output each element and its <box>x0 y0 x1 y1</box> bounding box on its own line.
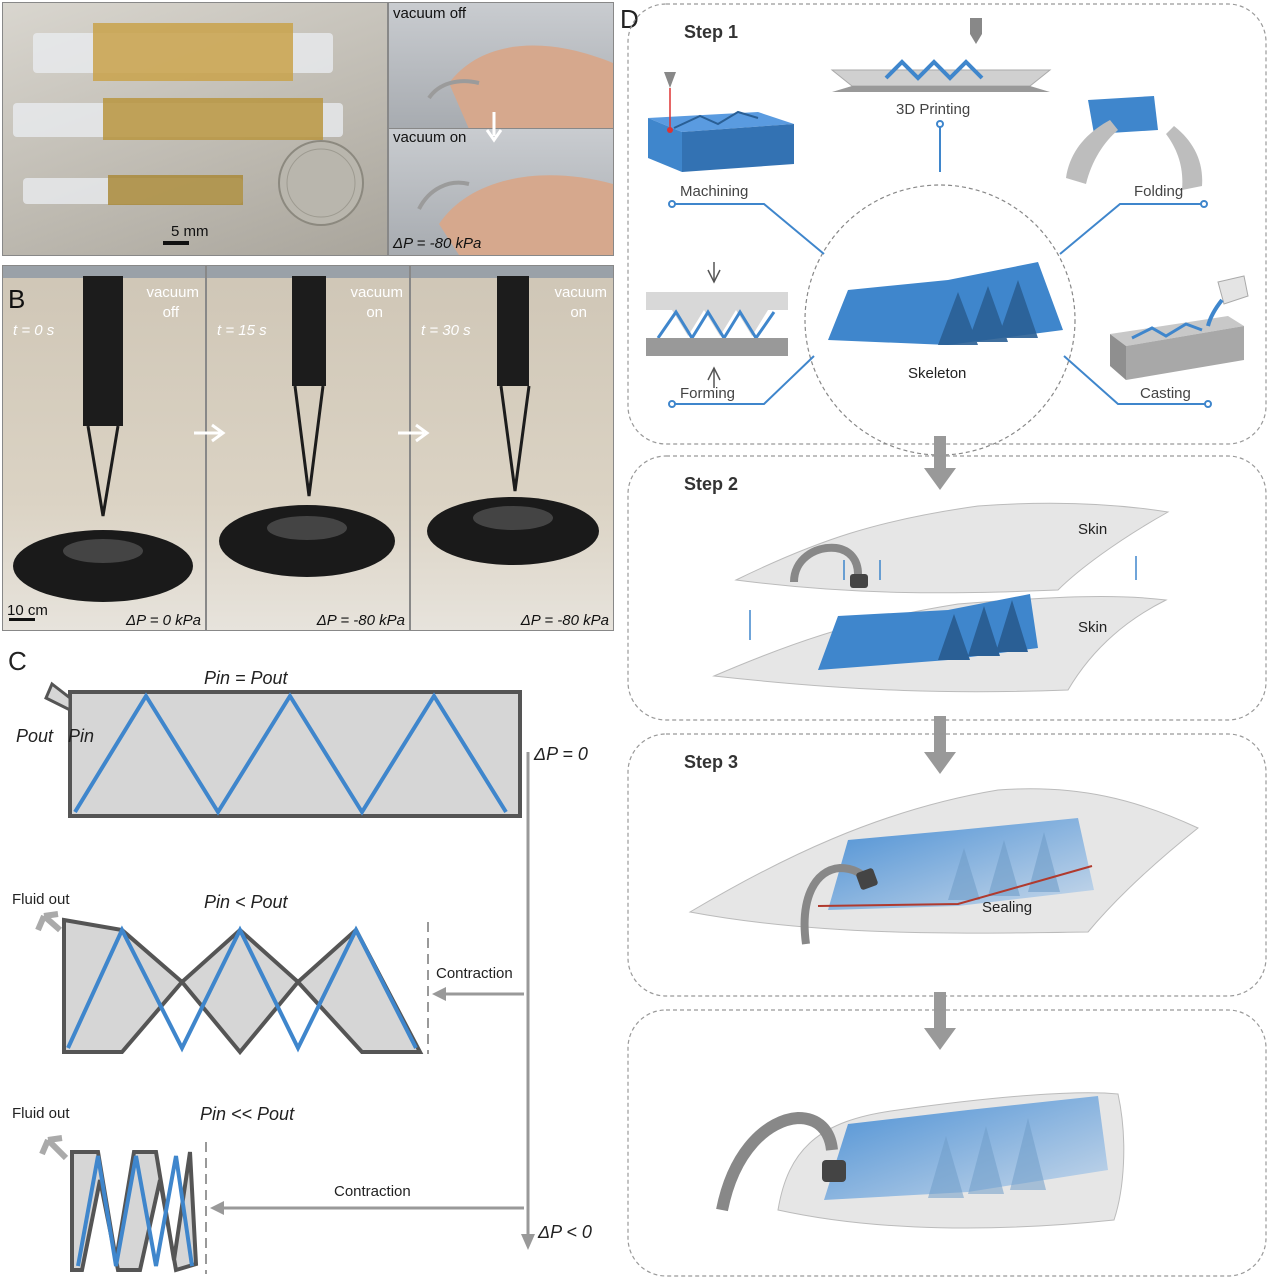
folding-label: Folding <box>1134 183 1183 200</box>
fluid-out-arrow-icon <box>39 1135 69 1161</box>
step3-box <box>627 733 1267 997</box>
panel-b-letter: B <box>8 284 26 314</box>
outlet-port <box>44 681 72 713</box>
right-arrow-icon <box>398 423 430 443</box>
step2-title: Step 2 <box>684 474 738 494</box>
step-arrow-icon <box>924 716 956 774</box>
down-arrow-icon <box>485 112 503 143</box>
panel-a-scale-label: 5 mm <box>171 223 209 240</box>
contraction-1: Contraction <box>436 965 513 982</box>
skin-bottom-label: Skin <box>1078 619 1107 636</box>
casting-label: Casting <box>1140 385 1191 402</box>
tube-connector-icon <box>850 574 868 588</box>
frame-1-state-line1: vacuum <box>146 284 199 301</box>
actuator-contracted <box>62 917 424 1056</box>
panel-b-frame-1: t = 0 s vacuum off 10 cm ΔP = 0 kPa <box>2 265 206 631</box>
eq-equal: Pin = Pout <box>204 668 289 688</box>
frame-2-state-line2: on <box>366 304 383 321</box>
dp-negative-label: ΔP < 0 <box>537 1222 592 1242</box>
step-arrow-icon <box>924 992 956 1050</box>
tube-connector-icon <box>856 868 878 890</box>
dp-zero-label: ΔP = 0 <box>533 744 588 764</box>
panel-a-pressure-label: ΔP = -80 kPa <box>393 235 482 252</box>
tube-connector-icon <box>822 1160 846 1182</box>
p-in-label: Pin <box>68 726 94 746</box>
frame-3-state-line2: on <box>570 304 587 321</box>
frame-1-pressure: ΔP = 0 kPa <box>126 612 201 629</box>
panel-c-diagram: C Pin = Pout Pout Pin ΔP = 0 ΔP < 0 Flui… <box>8 646 592 1274</box>
forming-label: Forming <box>680 385 735 402</box>
final-box <box>627 1009 1267 1277</box>
printed-zigzag <box>884 59 984 81</box>
panel-d-letter: D <box>620 4 639 34</box>
step3-title: Step 3 <box>684 752 738 772</box>
panel-b-frame-2: t = 15 s vacuum on ΔP = -80 kPa <box>206 265 410 631</box>
finger-illustration <box>417 175 613 255</box>
skeleton-zigzag <box>73 692 508 816</box>
eq-much-less: Pin << Pout <box>200 1104 295 1124</box>
axis-arrow-icon <box>521 1234 535 1250</box>
printing-label: 3D Printing <box>896 101 970 118</box>
sealing-label: Sealing <box>982 899 1032 916</box>
tube-icon <box>716 1111 838 1212</box>
print-nozzle-icon <box>970 18 982 44</box>
sealing-line <box>817 865 1093 907</box>
p-out-label: Pout <box>16 726 54 746</box>
frame-3-pressure: ΔP = -80 kPa <box>520 612 609 629</box>
pour-cup-icon <box>1217 275 1249 305</box>
contraction-2: Contraction <box>334 1183 411 1200</box>
skeleton-zigzag <box>66 925 418 1053</box>
skeleton-zigzag <box>76 1155 194 1267</box>
vacuum-off-label: vacuum off <box>393 5 467 22</box>
step1-box <box>627 3 1267 445</box>
right-arrow-icon <box>194 423 226 443</box>
frame-2-pressure: ΔP = -80 kPa <box>316 612 405 629</box>
finger-illustration <box>427 45 613 129</box>
step1-title: Step 1 <box>684 22 738 42</box>
fluid-out-2: Fluid out <box>12 1105 70 1122</box>
machining-label: Machining <box>680 183 748 200</box>
panel-a-photo-actuators: 5 mm <box>2 2 388 256</box>
tire-lift-illustration <box>207 266 409 577</box>
frame-2-state-line1: vacuum <box>350 284 403 301</box>
step2-box <box>627 455 1267 721</box>
tire-lift-illustration <box>411 266 613 565</box>
panel-a-photo-finger-off: vacuum off <box>388 2 614 130</box>
frame-3-state-line1: vacuum <box>554 284 607 301</box>
panel-d-diagram: D Step 1 Skeleton 3D Printing Machining … <box>620 3 1267 1277</box>
actuator-relaxed <box>68 690 522 818</box>
panel-c-letter: C <box>8 646 27 676</box>
vacuum-on-label: vacuum on <box>393 129 467 146</box>
skeleton-label: Skeleton <box>908 365 966 382</box>
panel-b-frame-3: t = 30 s vacuum on ΔP = -80 kPa <box>410 265 614 631</box>
skin-top-label: Skin <box>1078 521 1107 538</box>
actuators-illustration <box>13 23 364 245</box>
frame-3-time: t = 30 s <box>421 322 471 339</box>
frame-2-time: t = 15 s <box>217 322 267 339</box>
eq-less: Pin < Pout <box>204 892 289 912</box>
step-arrow-icon <box>924 436 956 490</box>
panel-a-photo-finger-on: vacuum on ΔP = -80 kPa <box>388 128 614 256</box>
panel-b-scale-label: 10 cm <box>7 602 48 619</box>
tube-icon <box>790 543 862 583</box>
frame-1-state-line2: off <box>162 304 179 321</box>
fluid-out-arrow-icon <box>35 911 62 933</box>
tire-lift-illustration <box>3 266 205 621</box>
frame-1-time: t = 0 s <box>13 322 55 339</box>
fluid-out-1: Fluid out <box>12 891 70 908</box>
skin-top <box>734 502 1170 594</box>
mill-tool-icon <box>664 72 676 88</box>
